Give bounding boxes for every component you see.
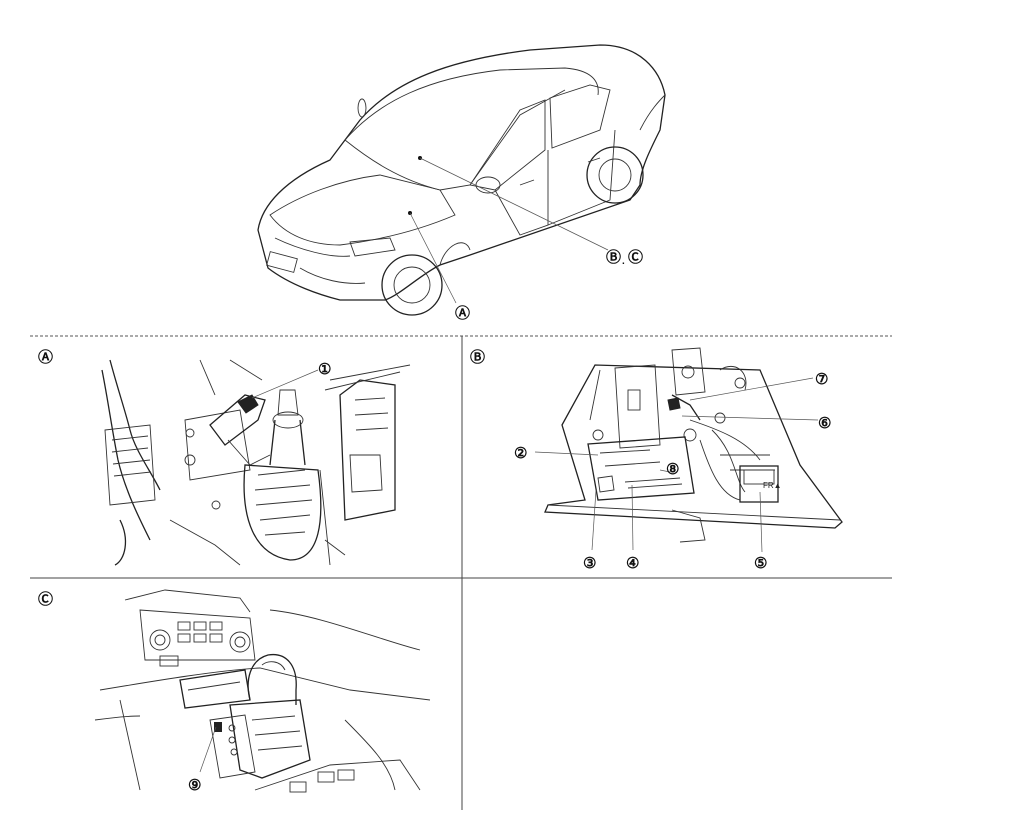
panel-c-letter: Ⓒ (38, 590, 53, 608)
panel-b-callout-4: ④ (626, 555, 639, 572)
panel-b-callout-6: ⑥ (818, 415, 831, 432)
callout-c-overview: Ⓒ (628, 248, 643, 266)
panel-a-illustration (101, 359, 411, 566)
panel-c-illustration (94, 589, 431, 793)
callout-separator: . (622, 256, 625, 267)
panel-c-callout-9: ⑨ (188, 777, 201, 794)
panel-b-illustration (534, 347, 843, 553)
panel-b-callout-8: ⑧ (666, 461, 679, 478)
panel-a-letter: Ⓐ (38, 348, 53, 366)
callout-b-overview: Ⓑ (606, 248, 621, 266)
panel-b-sticker-text: FR▲ (763, 481, 782, 490)
panel-b-callout-2: ② (514, 445, 527, 462)
panel-b-callout-5: ⑤ (754, 555, 767, 572)
panel-b-callout-3: ③ (583, 555, 596, 572)
vehicle-overview-illustration (257, 44, 666, 316)
panel-b-letter: Ⓑ (470, 348, 485, 366)
panel-b-callout-7: ⑦ (815, 371, 828, 388)
panel-a-callout-1: ① (318, 361, 331, 378)
callout-a-overview: Ⓐ (455, 304, 470, 322)
